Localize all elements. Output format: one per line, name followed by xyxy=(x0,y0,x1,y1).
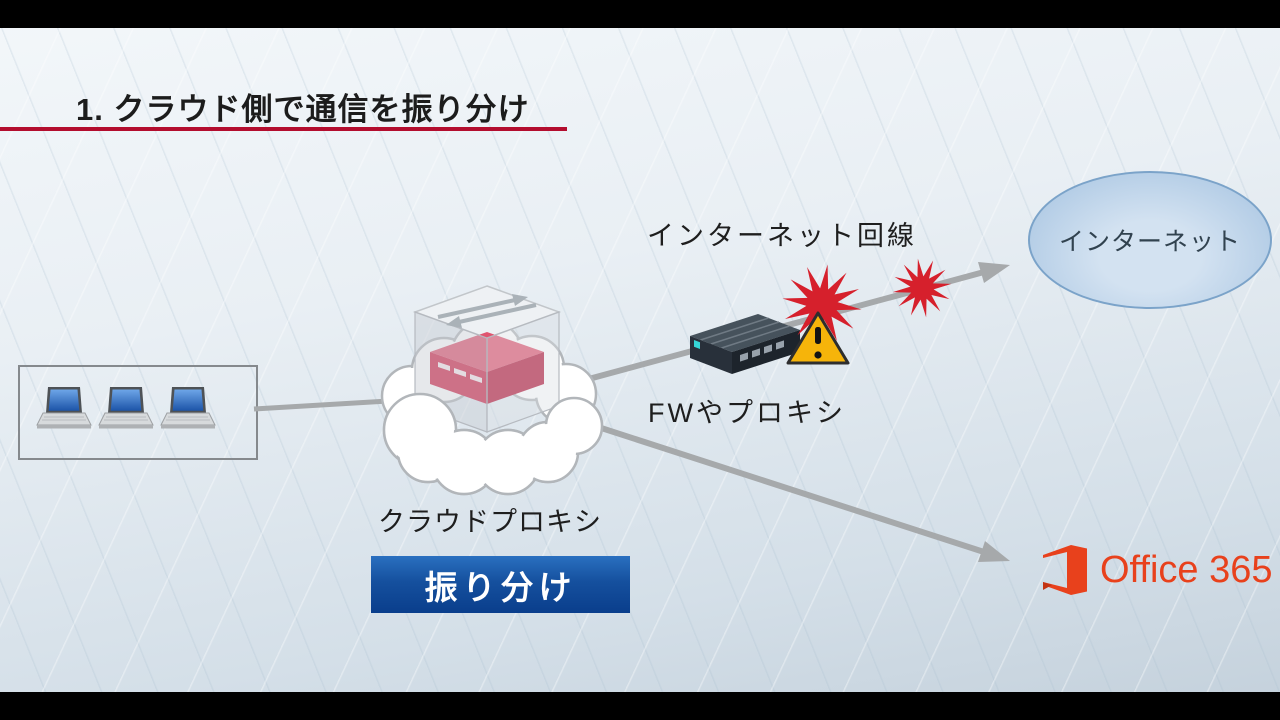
internet-line-label: インターネット回線 xyxy=(647,221,917,251)
title-underline xyxy=(0,127,567,131)
internet-label: インターネット xyxy=(1058,228,1241,256)
letterbox-top xyxy=(0,0,1280,28)
firewall-device-icon xyxy=(690,314,800,374)
letterbox-bottom xyxy=(0,692,1280,720)
distribute-badge: 振り分け xyxy=(371,556,630,613)
laptop-icon xyxy=(160,386,216,429)
laptop-icon xyxy=(98,386,154,429)
arrow-to-office365 xyxy=(557,411,1010,562)
internet-node: インターネット xyxy=(1028,171,1272,309)
fw-proxy-label: FWやプロキシ xyxy=(648,398,846,428)
cloud-front-puffs xyxy=(382,392,604,496)
clients-group-box xyxy=(18,365,258,460)
office365-label: Office 365 xyxy=(1100,548,1273,591)
burst-icon xyxy=(883,249,961,327)
office365-logo-icon xyxy=(1043,545,1087,595)
laptop-icon xyxy=(36,386,92,429)
route-arrows-icon xyxy=(437,294,537,328)
cloud-proxy-label: クラウドプロキシ xyxy=(378,507,602,537)
warning-icon xyxy=(786,311,850,365)
proxy-cube-icon xyxy=(412,285,562,433)
office365-group: Office 365 xyxy=(1040,541,1273,599)
page-title: 1. クラウド側で通信を振り分け xyxy=(76,92,530,127)
